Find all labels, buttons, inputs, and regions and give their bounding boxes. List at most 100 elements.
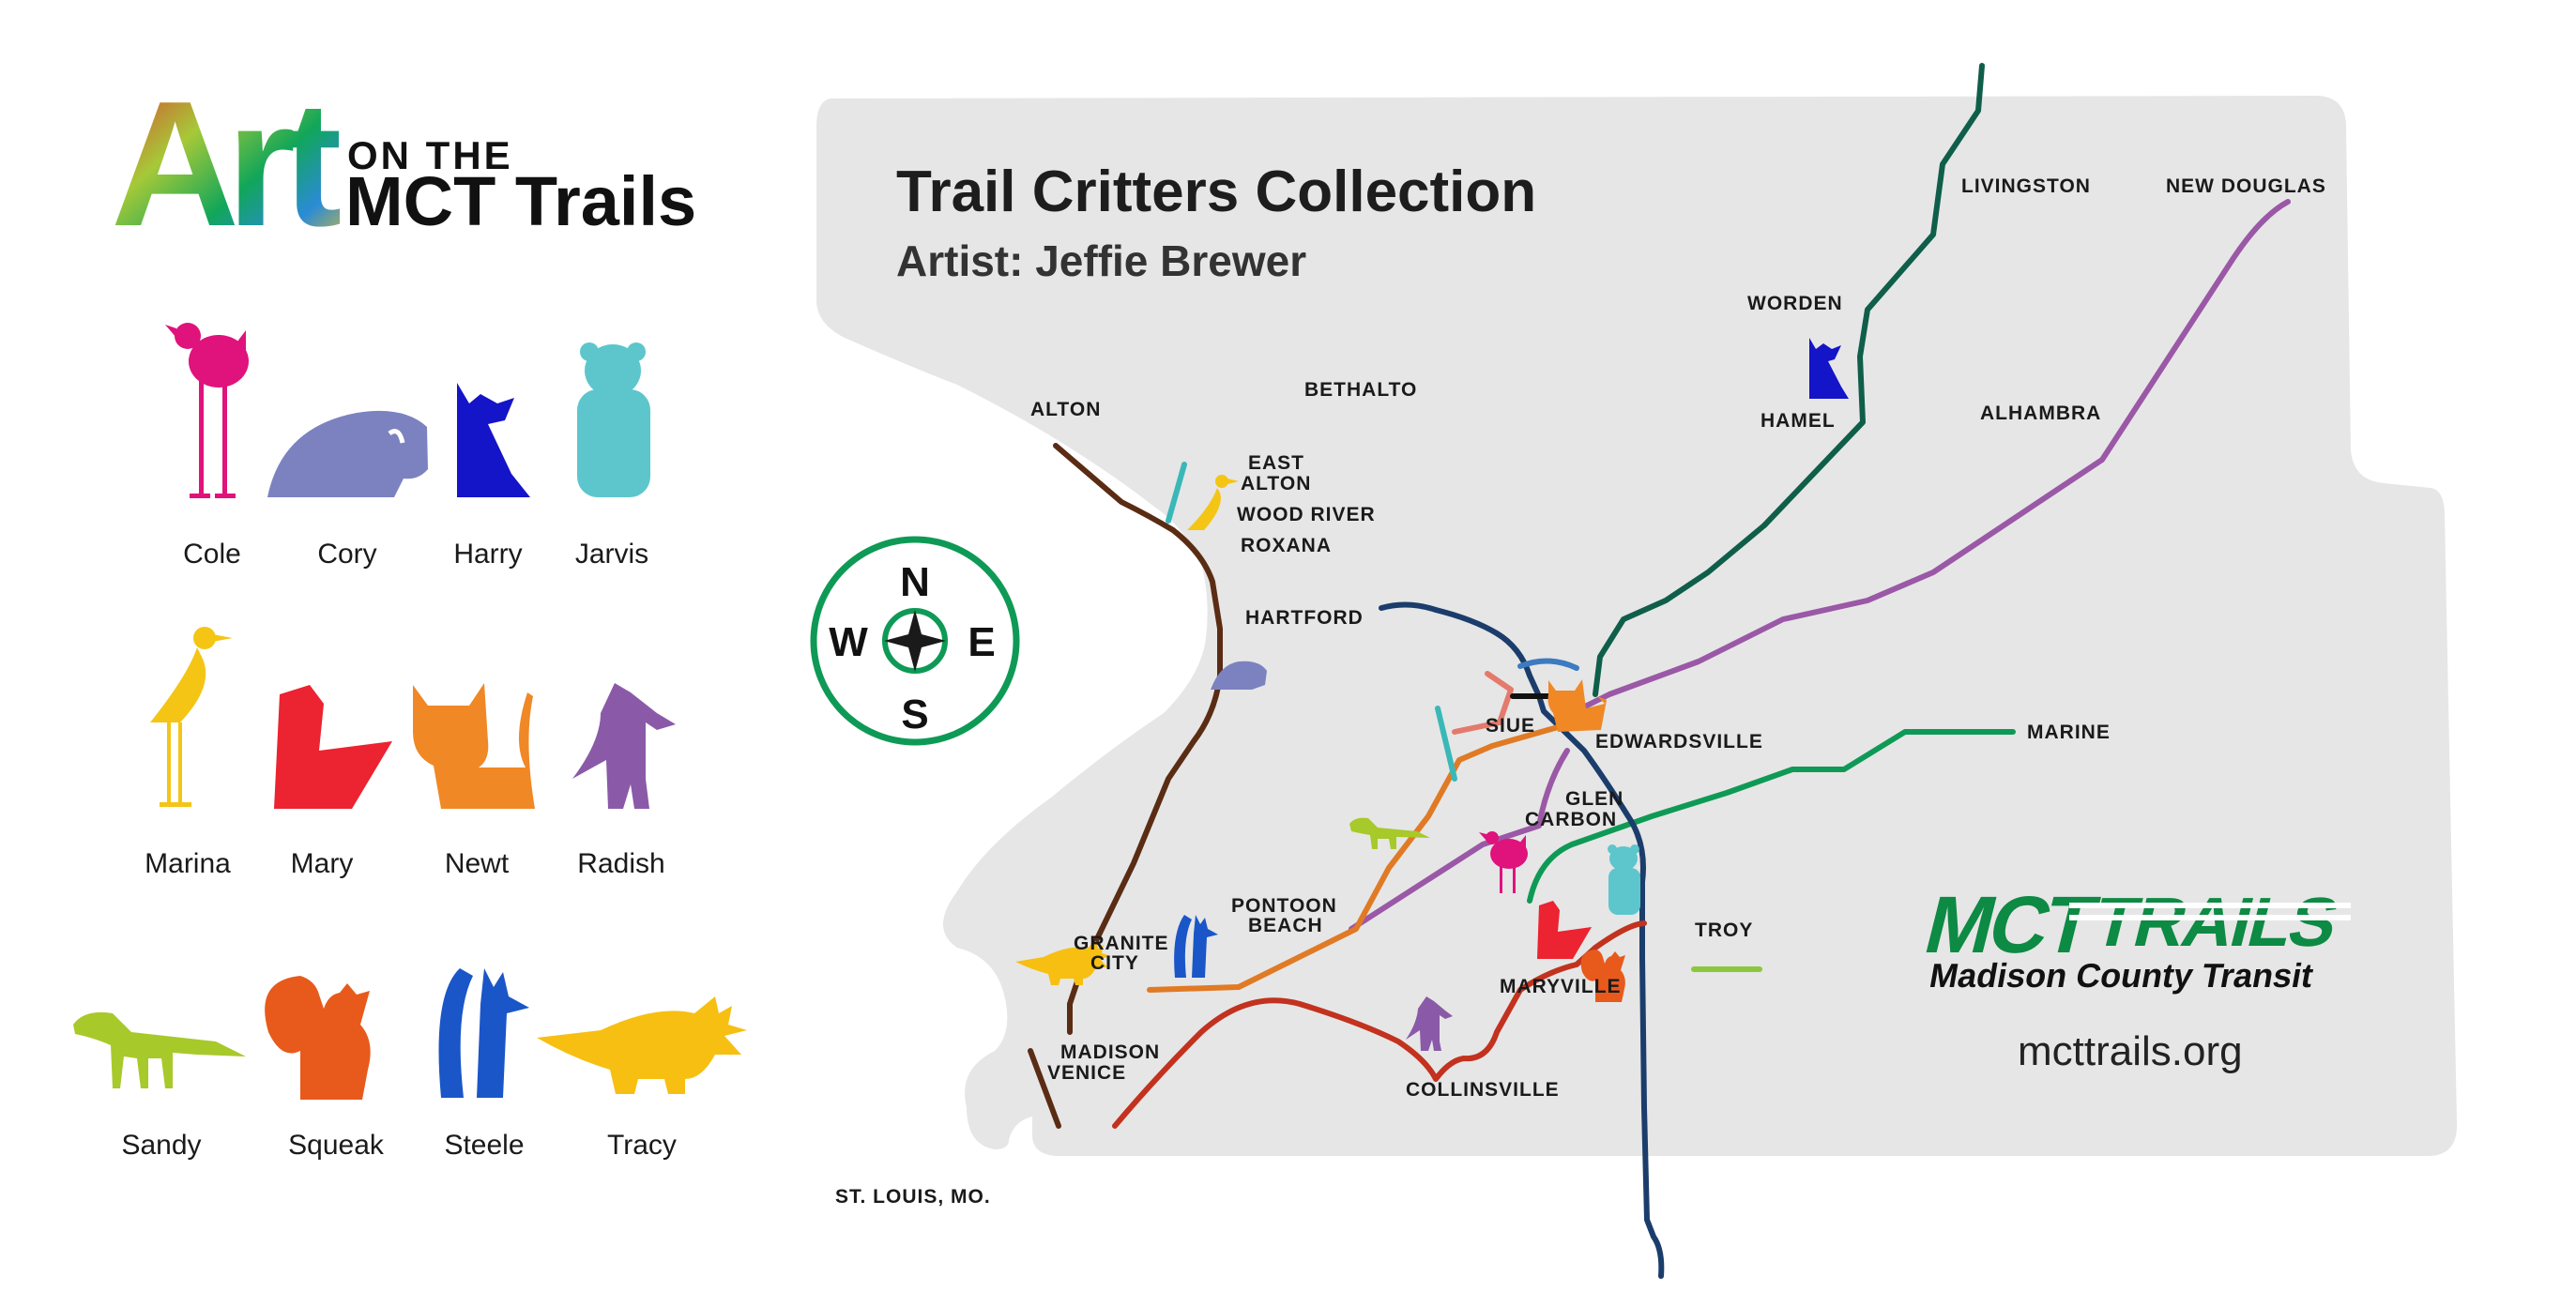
town-alton: ALTON <box>1030 399 1101 420</box>
town-pontoon: PONTOON <box>1231 895 1337 917</box>
logo-on-the: ON THE <box>347 133 513 177</box>
sandy-icon <box>73 1011 246 1088</box>
town-st-louis: ST. LOUIS, MO. <box>835 1186 991 1208</box>
critter-name-newt: Newt <box>445 848 510 879</box>
critter-name-harry: Harry <box>453 539 522 570</box>
map-critter-markers <box>1015 338 1849 1051</box>
town-maryville: MARYVILLE <box>1500 976 1622 997</box>
map-newt-icon <box>1547 679 1607 732</box>
trail-brown-2 <box>1028 1048 1061 1129</box>
critter-name-tracy: Tracy <box>607 1130 677 1161</box>
map-sandy-icon <box>1349 817 1430 849</box>
map-title: Trail Critters Collection <box>896 160 1536 224</box>
trail-dark-green <box>1761 63 1985 528</box>
town-carbon: CARBON <box>1525 809 1617 830</box>
critter-name-jarvis: Jarvis <box>575 539 648 570</box>
compass-n: N <box>900 559 930 605</box>
town-roxana: ROXANA <box>1241 535 1332 556</box>
town-granite: GRANITE <box>1074 933 1169 954</box>
town-alhambra: ALHAMBRA <box>1980 403 2101 424</box>
map-cory-icon <box>1211 661 1267 690</box>
town-worden: WORDEN <box>1747 293 1843 314</box>
critter-name-sandy: Sandy <box>121 1130 201 1161</box>
trail-teal <box>1166 462 1187 524</box>
trail-teal-2 <box>1435 706 1457 782</box>
compass-e: E <box>968 619 995 665</box>
trail-green <box>1527 729 2016 904</box>
harry-icon <box>457 383 530 497</box>
mary-icon <box>274 685 392 809</box>
map-mary-icon <box>1537 901 1592 959</box>
town-wood-river: WOOD RIVER <box>1237 504 1376 525</box>
map-jarvis-icon <box>1608 844 1640 915</box>
map-squeak-icon <box>1580 950 1625 1002</box>
map-harry-icon <box>1809 338 1849 399</box>
town-livingston: LIVINGSTON <box>1961 175 2091 197</box>
brand-mct: MCT <box>1916 879 2106 970</box>
steele-icon <box>438 968 529 1098</box>
radish-icon <box>572 683 676 809</box>
cory-icon <box>267 410 428 497</box>
town-madison: MADISON <box>1060 1041 1160 1063</box>
town-hamel: HAMEL <box>1761 410 1836 432</box>
town-east-alton-2: ALTON <box>1241 473 1311 494</box>
critter-name-mary: Mary <box>291 848 354 879</box>
trail-red <box>1112 920 1647 1129</box>
town-hartford: HARTFORD <box>1245 607 1364 629</box>
trail-blue <box>1517 658 1579 671</box>
trail-brown <box>1053 443 1223 1035</box>
town-marine: MARINE <box>2027 722 2111 743</box>
newt-icon <box>413 683 535 809</box>
critter-name-steele: Steele <box>444 1130 524 1161</box>
town-new-douglas: NEW DOUGLAS <box>2166 175 2326 197</box>
town-labels: LIVINGSTON NEW DOUGLAS WORDEN HAMEL ALHA… <box>835 175 2326 1208</box>
brand-url: mcttrails.org <box>2018 1028 2243 1074</box>
critter-name-radish: Radish <box>577 848 664 879</box>
logo-mct-trails: MCT Trails <box>345 162 696 240</box>
critter-legend: Cole Cory Harry Jarvis Marina <box>73 323 747 1161</box>
trail-navy <box>1379 601 1665 1279</box>
town-glen: GLEN <box>1565 788 1623 810</box>
trail-purple <box>1569 199 2291 716</box>
st-louis-arch-icon <box>855 1039 947 1148</box>
trail-dark-green-2 <box>1593 523 1767 697</box>
trail-salmon <box>1452 671 1514 735</box>
town-city: CITY <box>1090 952 1139 974</box>
marina-icon <box>150 627 233 807</box>
trail-lines <box>1028 63 2291 1279</box>
critter-name-cole: Cole <box>183 539 241 570</box>
town-troy: TROY <box>1695 920 1753 941</box>
trail-orange <box>1147 710 1579 993</box>
trail-purple-2 <box>1349 748 1570 932</box>
madison-county-land <box>816 96 2458 1156</box>
critter-name-cory: Cory <box>317 539 376 570</box>
town-bethalto: BETHALTO <box>1304 379 1417 401</box>
town-venice: VENICE <box>1047 1062 1126 1084</box>
mct-trails-brand-logo: MCT TRAILS Madison County Transit mcttra… <box>1916 879 2351 1074</box>
compass-rose: N S E W <box>810 536 1020 746</box>
map-cole-icon <box>1479 831 1528 893</box>
town-east-alton-1: EAST <box>1248 452 1304 474</box>
brand-agency: Madison County Transit <box>1927 956 2316 995</box>
compass-w: W <box>829 619 868 665</box>
town-siue: SIUE <box>1486 715 1535 737</box>
art-on-the-mct-trails-logo: Art ON THE MCT Trails <box>111 65 696 264</box>
town-collinsville: COLLINSVILLE <box>1406 1079 1560 1101</box>
town-edwardsville: EDWARDSVILLE <box>1595 731 1763 752</box>
map-tracy-icon <box>1015 941 1111 985</box>
map-marina-icon <box>1187 475 1239 530</box>
map-steele-icon <box>1174 915 1218 978</box>
critter-name-marina: Marina <box>145 848 231 879</box>
town-beach: BEACH <box>1248 915 1323 936</box>
jarvis-icon <box>577 342 650 497</box>
logo-art: Art <box>111 65 340 264</box>
brand-trails: TRAILS <box>2086 883 2345 961</box>
cole-icon <box>165 323 249 498</box>
compass-s: S <box>901 692 928 737</box>
squeak-icon <box>265 976 371 1100</box>
critter-name-squeak: Squeak <box>288 1130 385 1161</box>
map-radish-icon <box>1406 996 1453 1051</box>
artist-credit: Artist: Jeffie Brewer <box>896 236 1306 285</box>
tracy-icon <box>537 996 747 1094</box>
